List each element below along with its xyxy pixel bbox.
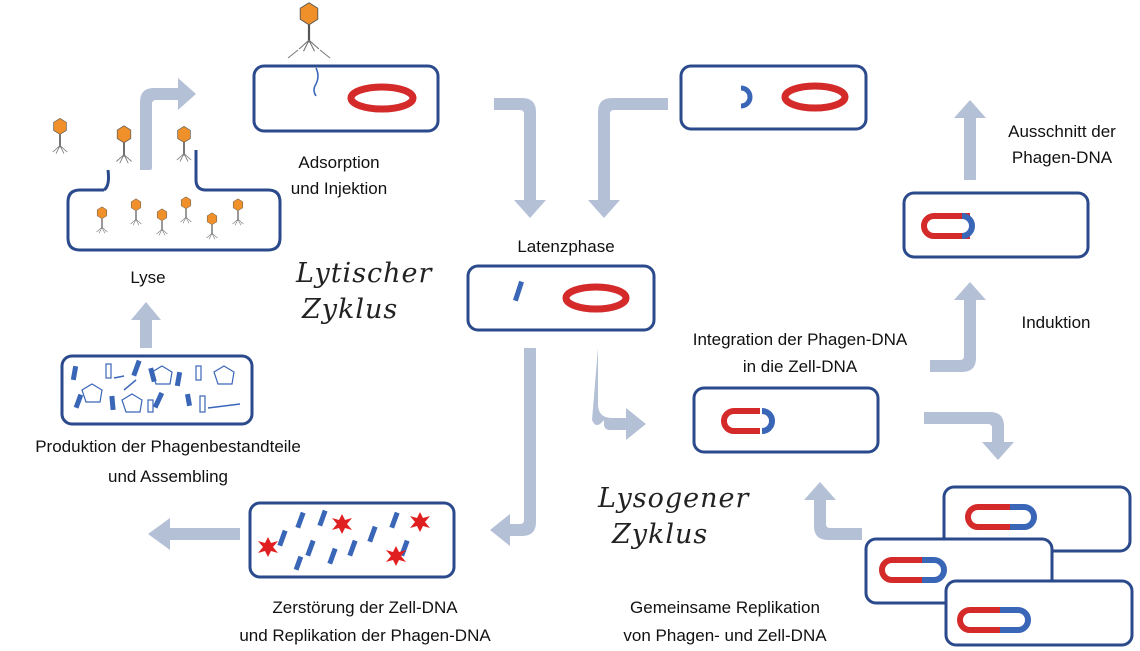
arrow-latenz-to-zerstoerung <box>490 348 536 546</box>
arrow-induktion-to-ausschnitt <box>954 100 986 180</box>
label-produktion-2: und Assembling <box>108 467 228 486</box>
arrow-lyse-to-adsorption <box>140 78 196 170</box>
cell-integration <box>692 386 880 454</box>
arrows <box>131 78 1014 550</box>
arrow-integration-to-induktion <box>930 282 986 372</box>
label-gemeinsame-1: Gemeinsame Replikation <box>630 598 820 617</box>
label-zerstoerung-1: Zerstörung der Zell-DNA <box>272 598 458 617</box>
label-adsorption-1: Adsorption <box>298 153 379 172</box>
label-lytischer-2: Zyklus <box>301 294 398 325</box>
cell-zerstoerung <box>248 501 456 579</box>
arrow-zerstoerung-to-produktion <box>148 518 240 550</box>
cell-induktion <box>902 191 1090 259</box>
cell-ausschnitt <box>679 64 868 131</box>
label-lytischer-1: Lytischer <box>295 258 434 289</box>
label-lyse: Lyse <box>130 268 165 287</box>
label-induktion: Induktion <box>1022 313 1091 332</box>
label-integration-1: Integration der Phagen-DNA <box>693 330 908 349</box>
label-latenzphase: Latenzphase <box>517 237 614 256</box>
label-gemeinsame-2: von Phagen- und Zell-DNA <box>623 626 827 645</box>
label-produktion-1: Produktion der Phagenbestandteile <box>35 437 301 456</box>
arrow-integration-to-replikation <box>924 412 1014 460</box>
cell-latenzphase <box>466 264 656 332</box>
cell-adsorption <box>252 1 440 133</box>
cell-lyse <box>51 117 282 252</box>
arrow-ausschnitt-to-latenz <box>588 98 668 218</box>
label-ausschnitt-1: Ausschnitt der <box>1008 122 1116 141</box>
arrow-produktion-to-lyse <box>131 302 161 348</box>
label-integration-2: in die Zell-DNA <box>743 357 858 376</box>
arrow-replikation-to-integration <box>804 482 862 540</box>
label-lysogener-2: Zyklus <box>611 519 708 550</box>
label-lysogener-1: Lysogener <box>597 483 750 514</box>
cells-replikation <box>864 485 1134 647</box>
arrow-adsorption-to-latenz <box>494 98 546 218</box>
label-ausschnitt-2: Phagen-DNA <box>1012 148 1113 167</box>
label-adsorption-2: und Injektion <box>291 179 387 198</box>
arrow-latenz-to-integration <box>592 348 646 440</box>
cell-produktion <box>60 354 254 426</box>
label-zerstoerung-2: und Replikation der Phagen-DNA <box>239 626 491 645</box>
